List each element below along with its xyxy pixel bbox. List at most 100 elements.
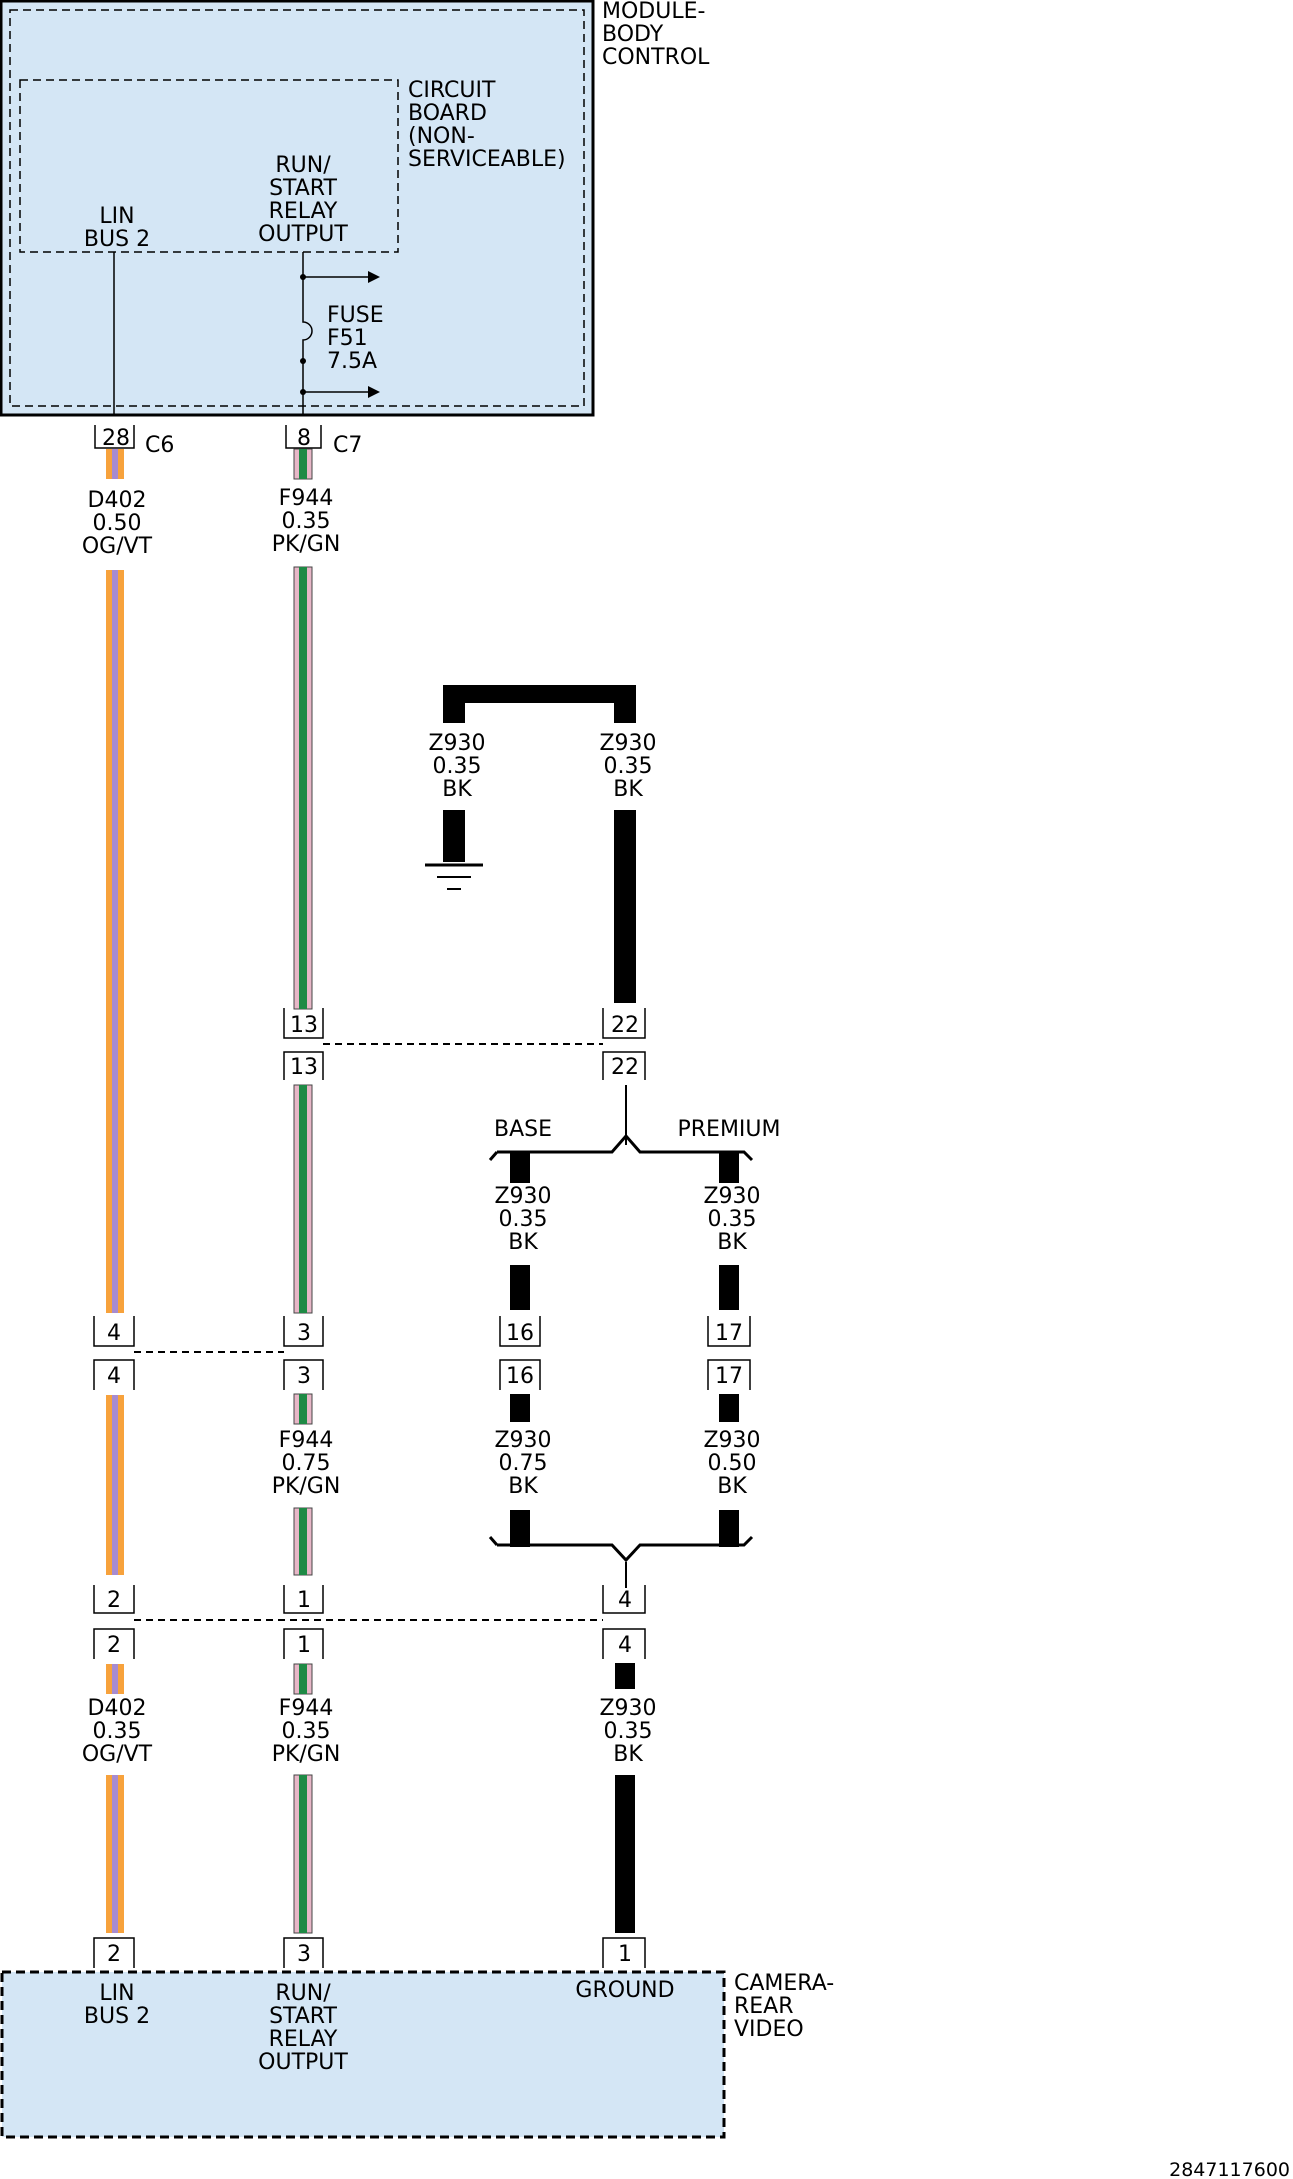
bcm-pin-lin-label: LIN BUS 2: [84, 204, 150, 252]
svg-text:8: 8: [297, 426, 311, 451]
pin-13-b: 13: [290, 1055, 318, 1080]
svg-text:OG/VT: OG/VT: [82, 534, 153, 559]
svg-text:Z930: Z930: [494, 1428, 551, 1453]
svg-text:BK: BK: [442, 777, 472, 802]
pin-2-a: 2: [107, 1588, 121, 1613]
wire-label-z930-prem-top: Z930 0.35 BK: [703, 1184, 760, 1255]
svg-text:BK: BK: [613, 777, 643, 802]
option-label-premium: PREMIUM: [677, 1117, 780, 1142]
svg-text:F944: F944: [279, 1428, 334, 1453]
svg-text:PK/GN: PK/GN: [272, 532, 341, 557]
feed-arrow-top-icon: [368, 271, 380, 283]
pin-3-a: 3: [297, 1321, 311, 1346]
wire-label-f944-mid: F944 0.75 PK/GN: [272, 1428, 341, 1499]
svg-text:RUN/: RUN/: [275, 153, 331, 178]
fuse-junction-mid: [300, 358, 306, 364]
pin-2-b: 2: [107, 1633, 121, 1658]
camera-box: [0, 1970, 726, 2139]
svg-text:0.35: 0.35: [499, 1207, 548, 1232]
svg-text:C6: C6: [145, 433, 174, 458]
wire-label-z930-left: Z930 0.35 BK: [428, 731, 485, 802]
pin-22-b: 22: [611, 1055, 639, 1080]
pin-4-a: 4: [107, 1321, 121, 1346]
pin-16-b: 16: [506, 1364, 534, 1389]
wire-label-f944-bot: F944 0.35 PK/GN: [272, 1696, 341, 1767]
camera-pin-ground-label: GROUND: [575, 1978, 674, 2003]
svg-text:28: 28: [102, 426, 130, 451]
svg-text:START: START: [269, 176, 337, 201]
pin-22-a: 22: [611, 1013, 639, 1038]
svg-text:Z930: Z930: [703, 1184, 760, 1209]
svg-text:0.35: 0.35: [604, 1719, 653, 1744]
svg-text:BK: BK: [613, 1742, 643, 1767]
wire-label-z930-base-top: Z930 0.35 BK: [494, 1184, 551, 1255]
svg-text:BUS 2: BUS 2: [84, 227, 150, 252]
bcm-title: MODULE- BODY CONTROL: [602, 0, 710, 70]
svg-text:0.75: 0.75: [282, 1451, 331, 1476]
svg-text:LIN: LIN: [99, 204, 134, 229]
svg-text:OG/VT: OG/VT: [82, 1742, 153, 1767]
wire-label-f944-top: F944 0.35 PK/GN: [272, 486, 341, 557]
svg-text:CONTROL: CONTROL: [602, 45, 710, 70]
svg-text:0.75: 0.75: [499, 1451, 548, 1476]
svg-text:OUTPUT: OUTPUT: [258, 2050, 348, 2075]
wire-label-z930-base-bot: Z930 0.75 BK: [494, 1428, 551, 1499]
svg-text:D402: D402: [88, 488, 147, 513]
svg-text:(NON-: (NON-: [408, 124, 475, 149]
camera-pin-1: 1: [618, 1942, 632, 1967]
svg-text:0.50: 0.50: [708, 1451, 757, 1476]
wire-label-d402-bot: D402 0.35 OG/VT: [82, 1696, 153, 1767]
wire-label-d402-top: D402 0.50 OG/VT: [82, 488, 153, 559]
svg-text:BK: BK: [508, 1230, 538, 1255]
wire-label-z930-prem-bot: Z930 0.50 BK: [703, 1428, 760, 1499]
svg-text:START: START: [269, 2004, 337, 2029]
fuse-label: FUSE F51 7.5A: [327, 303, 384, 374]
svg-text:RELAY: RELAY: [269, 2027, 338, 2052]
wire-label-z930-bot: Z930 0.35 BK: [599, 1696, 656, 1767]
svg-text:PK/GN: PK/GN: [272, 1474, 341, 1499]
fuse-f51-symbol: [302, 252, 313, 415]
pin-17-a: 17: [715, 1321, 743, 1346]
svg-text:BK: BK: [508, 1474, 538, 1499]
circuit-board-title: CIRCUIT BOARD (NON- SERVICEABLE): [408, 78, 566, 172]
svg-text:Z930: Z930: [703, 1428, 760, 1453]
svg-text:BOARD: BOARD: [408, 101, 487, 126]
connector-dashed-ties: [134, 1043, 603, 1621]
svg-text:CAMERA-: CAMERA-: [734, 1971, 834, 1996]
svg-text:LIN: LIN: [99, 1981, 134, 2006]
svg-text:BK: BK: [717, 1474, 747, 1499]
connector-c6: 28 C6: [94, 425, 174, 458]
svg-text:Z930: Z930: [428, 731, 485, 756]
svg-text:CIRCUIT: CIRCUIT: [408, 78, 496, 103]
svg-text:SERVICEABLE): SERVICEABLE): [408, 147, 566, 172]
option-splice-top: [488, 1133, 754, 1162]
svg-text:VIDEO: VIDEO: [734, 2017, 804, 2042]
svg-text:BUS 2: BUS 2: [84, 2004, 150, 2029]
pin-4-c: 4: [618, 1588, 632, 1613]
bcm-inner-dashed: [9, 9, 585, 407]
feed-arrow-bot-icon: [368, 386, 380, 398]
bcm-box: [0, 0, 595, 417]
camera-pin-run-start-label: RUN/ START RELAY OUTPUT: [258, 1981, 348, 2075]
svg-text:OUTPUT: OUTPUT: [258, 222, 348, 247]
svg-text:0.35: 0.35: [282, 509, 331, 534]
svg-text:0.35: 0.35: [282, 1719, 331, 1744]
svg-text:D402: D402: [88, 1696, 147, 1721]
pin-4-b: 4: [107, 1364, 121, 1389]
svg-text:REAR: REAR: [734, 1994, 794, 2019]
circuit-board-box: [19, 79, 399, 253]
svg-text:0.35: 0.35: [433, 754, 482, 779]
wire-z930: [443, 685, 739, 1933]
svg-text:0.35: 0.35: [604, 754, 653, 779]
pin-1-a: 1: [297, 1588, 311, 1613]
camera-pin-2: 2: [107, 1942, 121, 1967]
connector-c7: 8 C7: [285, 425, 362, 458]
svg-text:0.35: 0.35: [708, 1207, 757, 1232]
ground-icon: [425, 863, 483, 890]
svg-text:RELAY: RELAY: [269, 199, 338, 224]
wire-d402: [106, 449, 124, 1933]
pin-4-d: 4: [618, 1633, 632, 1658]
svg-text:7.5A: 7.5A: [327, 349, 377, 374]
svg-text:BASE: BASE: [494, 1117, 552, 1142]
